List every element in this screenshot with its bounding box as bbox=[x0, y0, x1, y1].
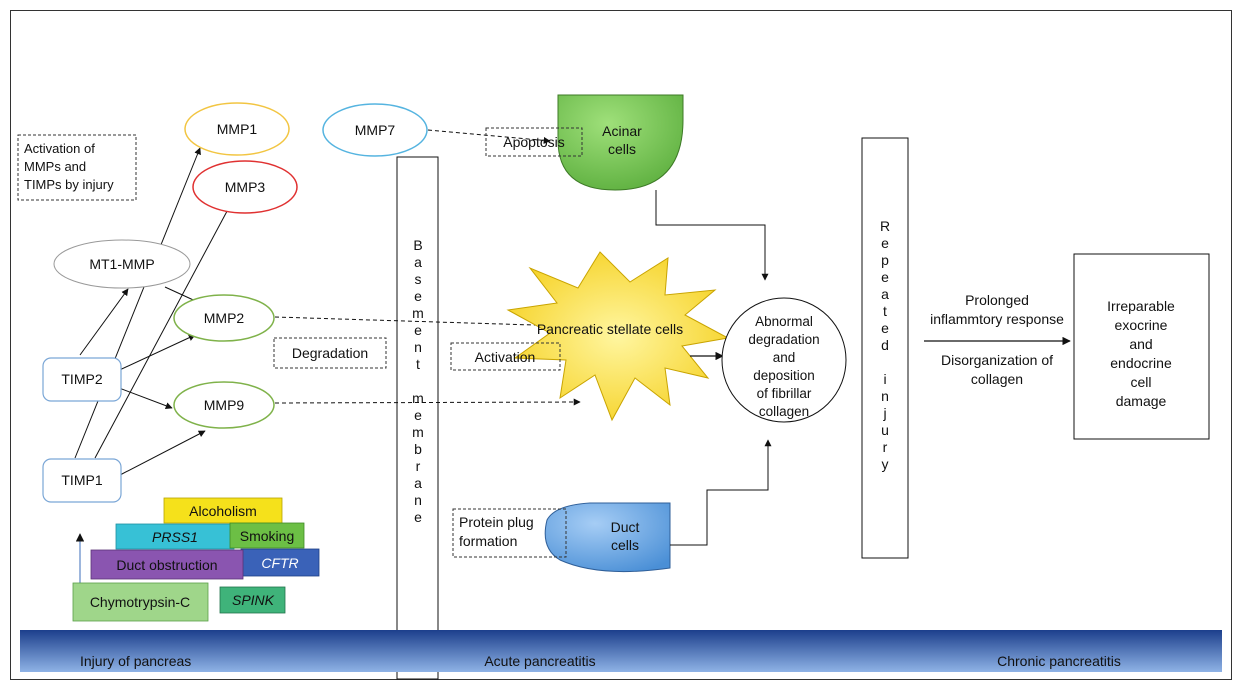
prss1-label: PRSS1 bbox=[152, 529, 198, 545]
timp2-node bbox=[42, 357, 122, 402]
irreparable-line-5: cell bbox=[1130, 374, 1151, 390]
disorganization-line-1: Disorganization of bbox=[941, 352, 1053, 368]
apoptosis-label: Apoptosis bbox=[503, 134, 564, 150]
stellate-cells-label: Pancreatic stellate cells bbox=[537, 321, 683, 337]
timeline-chronic: Chronic pancreatitis bbox=[997, 653, 1121, 669]
abnormal-line-4: deposition bbox=[753, 368, 815, 383]
arrow-timp1-mmp3 bbox=[94, 199, 234, 459]
activation-note-box bbox=[17, 134, 137, 201]
duct-cells-label-2: cells bbox=[611, 537, 639, 553]
basement-membrane-bar bbox=[396, 156, 439, 680]
mt1-mmp-label: MT1-MMP bbox=[89, 256, 154, 272]
timeline-acute: Acute pancreatitis bbox=[484, 653, 595, 669]
arrow-timp1-mmp1 bbox=[74, 147, 201, 459]
activation-note-line-1: Activation of bbox=[24, 141, 95, 156]
mmp2-node bbox=[173, 294, 275, 342]
acinar-cells-shape bbox=[557, 94, 684, 191]
timeline-injury: Injury of pancreas bbox=[80, 653, 191, 669]
abnormal-line-1: Abnormal bbox=[755, 314, 813, 329]
irreparable-line-1: Irreparable bbox=[1107, 298, 1175, 314]
repeated-injury-bar bbox=[861, 137, 909, 559]
activation-note-line-2: MMPs and bbox=[24, 159, 86, 174]
duct-cells-label-1: Duct bbox=[611, 519, 640, 535]
protein-plug-label-2: formation bbox=[459, 533, 517, 549]
abnormal-line-6: collagen bbox=[759, 404, 809, 419]
repeated-injury-label: Repeated injury bbox=[877, 218, 893, 473]
timp1-node bbox=[42, 458, 122, 503]
irreparable-line-6: damage bbox=[1116, 393, 1167, 409]
activation-note-box-2 bbox=[450, 342, 561, 371]
mmp3-node bbox=[192, 160, 298, 214]
abnormal-line-5: of fibrillar bbox=[757, 386, 812, 401]
timp1-label: TIMP1 bbox=[61, 472, 102, 488]
protein-plug-note-box bbox=[452, 508, 567, 558]
apoptosis-note-box bbox=[485, 127, 583, 157]
mmp9-label: MMP9 bbox=[204, 397, 245, 413]
mmp7-label: MMP7 bbox=[355, 122, 396, 138]
alcoholism-label: Alcoholism bbox=[189, 503, 257, 519]
protein-plug-label-1: Protein plug bbox=[459, 514, 534, 530]
mt1-mmp-node bbox=[53, 239, 191, 289]
activation-note-line-3: TIMPs by injury bbox=[24, 177, 114, 192]
irreparable-damage-box bbox=[1073, 253, 1210, 440]
abnormal-degradation-node bbox=[721, 297, 847, 423]
duct-obstruction-block bbox=[90, 549, 244, 580]
activation-label: Activation bbox=[475, 349, 536, 365]
arrow-timp1-mmp9 bbox=[119, 430, 206, 476]
abnormal-line-2: degradation bbox=[748, 332, 819, 347]
arrow-duct-abnormal bbox=[670, 439, 772, 546]
degradation-note-box bbox=[273, 337, 387, 369]
timp2-label: TIMP2 bbox=[61, 371, 102, 387]
irreparable-line-2: exocrine bbox=[1115, 317, 1168, 333]
abnormal-line-3: and bbox=[773, 350, 796, 365]
figure-frame bbox=[10, 10, 1232, 680]
duct-obstruction-label: Duct obstruction bbox=[116, 557, 217, 573]
acinar-cells-label-2: cells bbox=[608, 141, 636, 157]
smoking-label: Smoking bbox=[240, 528, 294, 544]
mmp7-node bbox=[322, 103, 428, 157]
chymotrypsin-label: Chymotrypsin-C bbox=[90, 594, 190, 610]
mmp1-label: MMP1 bbox=[217, 121, 258, 137]
cftr-block bbox=[240, 548, 320, 577]
arrow-timp2-mt1mmp bbox=[79, 288, 129, 356]
arrow-acinar-abnormal bbox=[655, 190, 769, 281]
degradation-label: Degradation bbox=[292, 345, 368, 361]
smoking-block bbox=[229, 522, 305, 549]
spink-label: SPINK bbox=[232, 592, 275, 608]
alcoholism-block bbox=[163, 497, 283, 524]
mmp3-label: MMP3 bbox=[225, 179, 266, 195]
prolonged-line-2: inflammtory response bbox=[930, 311, 1064, 327]
mmp1-node bbox=[184, 102, 290, 156]
acinar-cells-label-1: Acinar bbox=[602, 123, 642, 139]
mmp9-node bbox=[173, 381, 275, 429]
mmp2-label: MMP2 bbox=[204, 310, 245, 326]
disorganization-line-2: collagen bbox=[971, 371, 1023, 387]
irreparable-line-4: endocrine bbox=[1110, 355, 1172, 371]
prolonged-line-1: Prolonged bbox=[965, 292, 1029, 308]
arrow-mmp9-stellate bbox=[274, 398, 581, 406]
stellate-cells-shape bbox=[506, 251, 730, 422]
chymotrypsin-block bbox=[72, 582, 209, 622]
cftr-label: CFTR bbox=[261, 555, 298, 571]
spink-block bbox=[219, 586, 286, 614]
irreparable-line-3: and bbox=[1129, 336, 1152, 352]
duct-cells-shape bbox=[544, 502, 671, 573]
basement-membrane-label: Basement membrane bbox=[410, 237, 426, 526]
timeline-bar bbox=[20, 630, 1222, 672]
